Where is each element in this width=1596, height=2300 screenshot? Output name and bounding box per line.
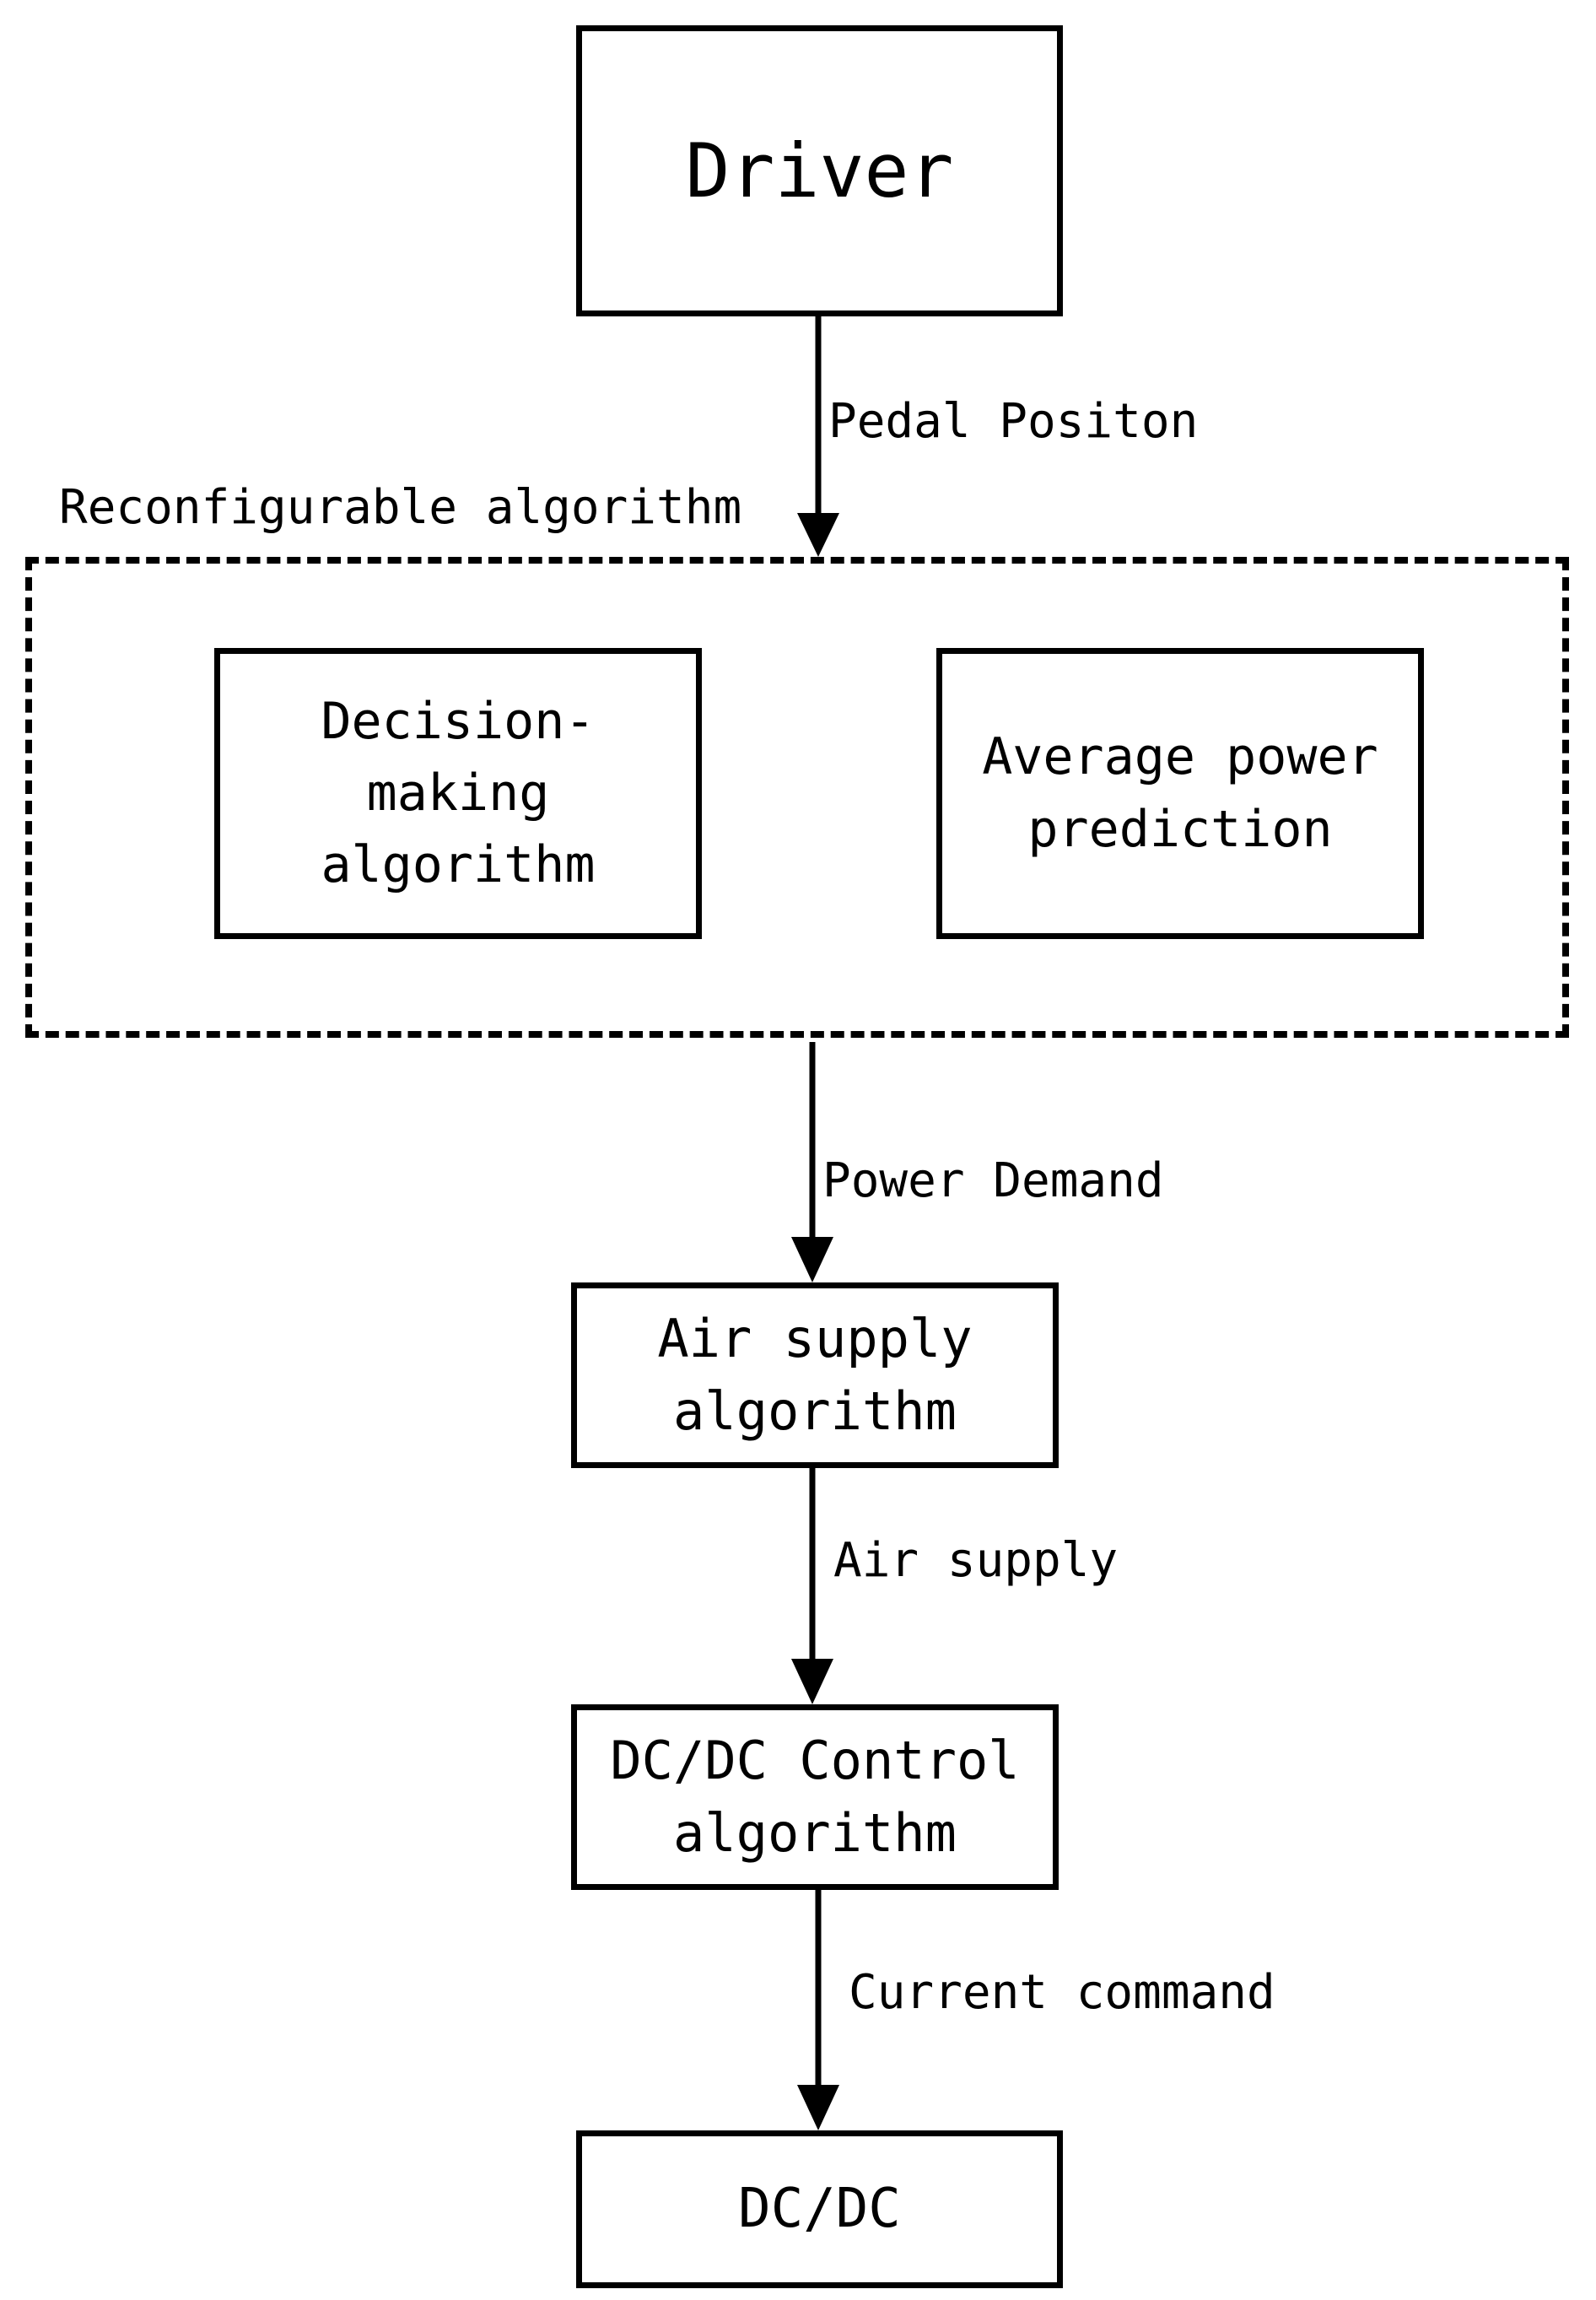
- group-label: Reconfigurable algorithm: [59, 480, 742, 535]
- decision-making-node: Decision- making algorithm: [214, 648, 702, 939]
- driver-label: Driver: [685, 127, 954, 214]
- dcdc-control-algorithm-label: DC/DC Control algorithm: [610, 1730, 1020, 1864]
- air-supply-label: Air supply: [833, 1533, 1119, 1588]
- air-supply-algorithm-label: Air supply algorithm: [657, 1308, 973, 1442]
- dcdc-node: DC/DC: [576, 2130, 1063, 2288]
- driver-node: Driver: [576, 25, 1063, 316]
- dcdc-label: DC/DC: [738, 2178, 901, 2241]
- reconfigurable-algorithm-group: [25, 557, 1569, 1038]
- air-supply-algorithm-node: Air supply algorithm: [571, 1282, 1059, 1468]
- current-command-label: Current command: [849, 1965, 1275, 2020]
- average-power-prediction-label: Average power prediction: [982, 727, 1378, 859]
- arrowhead-driver-to-group: [797, 513, 839, 557]
- pedal-position-label: Pedal Positon: [828, 394, 1199, 449]
- arrowhead-dcdc-control-to-dcdc: [797, 2085, 839, 2130]
- dcdc-control-algorithm-node: DC/DC Control algorithm: [571, 1704, 1059, 1890]
- power-demand-label: Power Demand: [822, 1153, 1164, 1208]
- average-power-prediction-node: Average power prediction: [936, 648, 1424, 939]
- arrowhead-air-supply-to-dcdc-control: [791, 1659, 833, 1704]
- arrowhead-group-to-air-supply: [791, 1237, 833, 1282]
- decision-making-label: Decision- making algorithm: [321, 691, 596, 895]
